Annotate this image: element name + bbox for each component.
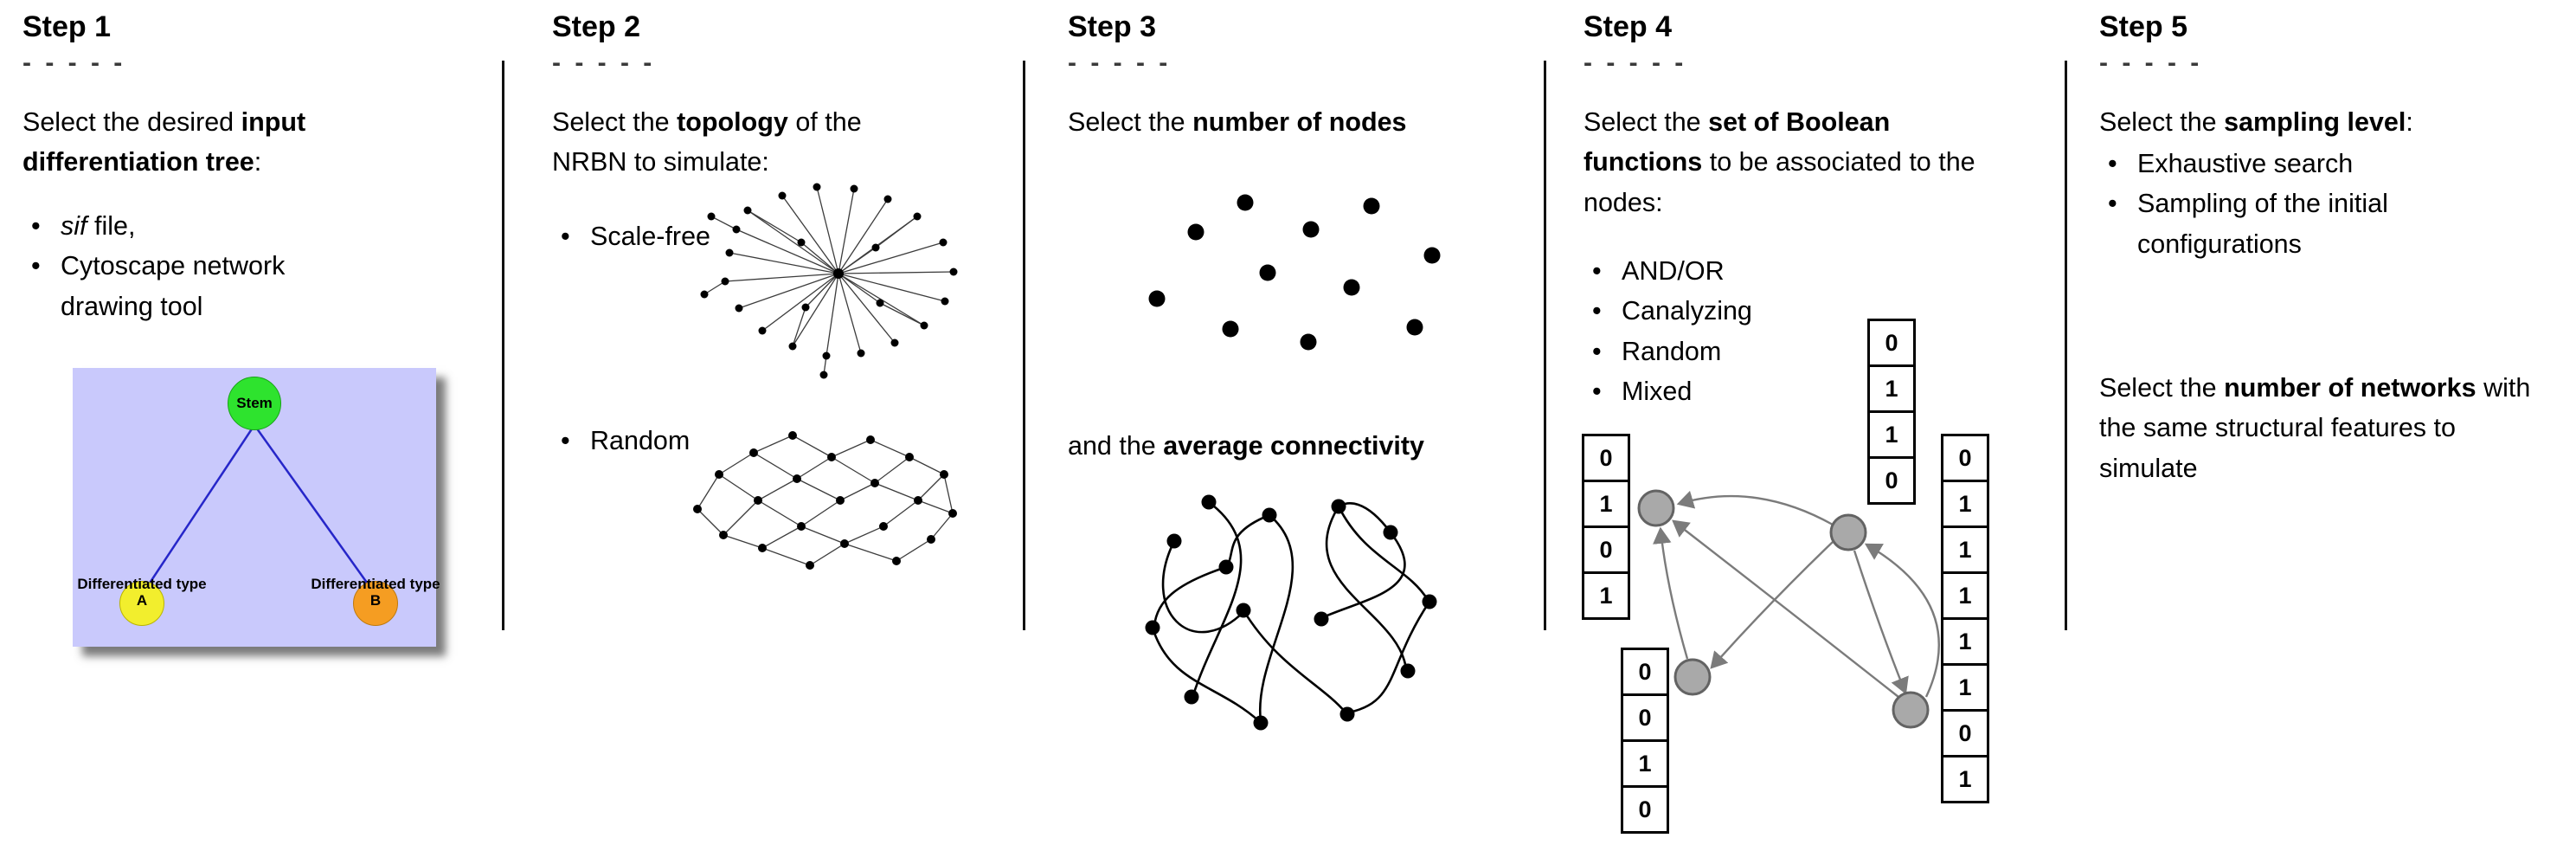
truth-table-cell: 1 bbox=[1941, 525, 1989, 574]
column-divider bbox=[2065, 61, 2067, 630]
step3-column: Step 3 - - - - - Select the number of no… bbox=[1066, 0, 1577, 851]
truth-table-cell: 0 bbox=[1867, 319, 1916, 367]
boolean-network-edges bbox=[1637, 489, 1940, 729]
truth-table-cell: 1 bbox=[1941, 571, 1989, 620]
step5-second-paragraph: Select the number of networks with the s… bbox=[2099, 373, 2531, 483]
random-network-figure bbox=[693, 431, 957, 570]
truth-table-cell: 1 bbox=[1941, 755, 1989, 803]
step3-line1: Select the number of nodes bbox=[1068, 107, 1407, 137]
step1-column: Step 1 - - - - - Select the desired inpu… bbox=[21, 0, 488, 851]
truth-table-cell: 1 bbox=[1941, 663, 1989, 712]
step4-bullet-list: AND/OR Canalyzing Random Mixed bbox=[1584, 251, 1947, 411]
truth-table-right: 0 1 1 1 1 1 0 1 bbox=[1941, 434, 1989, 803]
truth-table-cell: 1 bbox=[1582, 480, 1630, 528]
dash-separator: - - - - - bbox=[1068, 48, 1172, 77]
scale-free-network-figure bbox=[700, 183, 958, 379]
stem-node: Stem bbox=[228, 377, 281, 430]
truth-table-cell: 0 bbox=[1867, 456, 1916, 505]
step1-bullet-list: sif file, Cytoscape network drawing tool bbox=[22, 206, 369, 326]
list-item: Cytoscape network drawing tool bbox=[22, 246, 369, 326]
step2-title: Step 2 bbox=[552, 10, 641, 43]
differentiated-b-label: Differentiated type B bbox=[311, 576, 440, 609]
truth-table-bottom-left: 0 0 1 0 bbox=[1621, 648, 1669, 834]
step5-intro: Select the sampling level: bbox=[2099, 107, 2413, 137]
list-item: Mixed bbox=[1584, 371, 1947, 411]
bullet-text: Cytoscape network drawing tool bbox=[61, 251, 286, 321]
bullet-text: sif file, bbox=[61, 211, 136, 241]
dash-separator: - - - - - bbox=[552, 48, 656, 77]
list-item: Scale-free bbox=[552, 216, 710, 256]
truth-table-cell: 1 bbox=[1582, 571, 1630, 620]
step2-intro: Select the topology of the NRBN to simul… bbox=[552, 107, 862, 177]
stem-node-label: Stem bbox=[236, 395, 273, 412]
column-divider bbox=[502, 61, 504, 630]
step3-title: Step 3 bbox=[1068, 10, 1157, 43]
list-item: AND/OR bbox=[1584, 251, 1947, 291]
truth-table-cell: 0 bbox=[1941, 709, 1989, 758]
truth-table-cell: 0 bbox=[1582, 525, 1630, 574]
truth-table-top: 0 1 1 0 bbox=[1867, 319, 1916, 505]
list-item: Random bbox=[1584, 332, 1947, 371]
list-item: Canalyzing bbox=[1584, 291, 1947, 331]
dash-separator: - - - - - bbox=[22, 48, 126, 77]
dash-separator: - - - - - bbox=[1584, 48, 1687, 77]
truth-table-cell: 1 bbox=[1867, 410, 1916, 459]
nodes-scatter-figure bbox=[1148, 194, 1441, 351]
truth-table-left: 0 1 0 1 bbox=[1582, 434, 1630, 620]
truth-table-cell: 0 bbox=[1941, 434, 1989, 482]
list-item: Random bbox=[552, 421, 690, 461]
step4-column: Step 4 - - - - - Select the set of Boole… bbox=[1582, 0, 2071, 851]
step5-bullet-list: Exhaustive search Sampling of the initia… bbox=[2099, 144, 2532, 264]
boolean-network-figure: 0 1 1 0 0 1 0 1 0 0 1 0 0 1 1 1 bbox=[1582, 319, 2066, 848]
truth-table-cell: 1 bbox=[1621, 739, 1669, 788]
column-divider bbox=[1544, 61, 1546, 630]
step2-column: Step 2 - - - - - Select the topology of … bbox=[550, 0, 1035, 851]
step4-intro: Select the set of Boolean functions to b… bbox=[1584, 107, 1975, 217]
dash-separator: - - - - - bbox=[2099, 48, 2203, 77]
step3-line2: and the average connectivity bbox=[1068, 431, 1425, 461]
truth-table-cell: 1 bbox=[1867, 364, 1916, 413]
step1-intro: Select the desired input differentiation… bbox=[22, 107, 306, 177]
differentiation-tree-figure: Stem Differentiated type A Differentiate… bbox=[73, 368, 440, 647]
list-item: Exhaustive search bbox=[2099, 144, 2532, 184]
step5-title: Step 5 bbox=[2099, 10, 2188, 43]
truth-table-cell: 1 bbox=[1941, 480, 1989, 528]
step4-title: Step 4 bbox=[1584, 10, 1673, 43]
step1-title: Step 1 bbox=[22, 10, 112, 43]
connectivity-network-figure bbox=[1145, 494, 1437, 731]
column-divider bbox=[1023, 61, 1025, 630]
truth-table-cell: 0 bbox=[1621, 785, 1669, 834]
list-item: sif file, bbox=[22, 206, 369, 246]
step5-column: Step 5 - - - - - Select the sampling lev… bbox=[2097, 0, 2569, 851]
truth-table-cell: 0 bbox=[1582, 434, 1630, 482]
truth-table-cell: 1 bbox=[1941, 617, 1989, 666]
differentiated-b-node bbox=[353, 581, 398, 626]
differentiated-a-label: Differentiated type A bbox=[77, 576, 207, 609]
truth-table-cell: 0 bbox=[1621, 648, 1669, 696]
tree-edges bbox=[140, 424, 377, 596]
list-item: Sampling of the initial configurations bbox=[2099, 184, 2532, 264]
truth-table-cell: 0 bbox=[1621, 693, 1669, 742]
differentiated-a-node bbox=[119, 581, 164, 626]
